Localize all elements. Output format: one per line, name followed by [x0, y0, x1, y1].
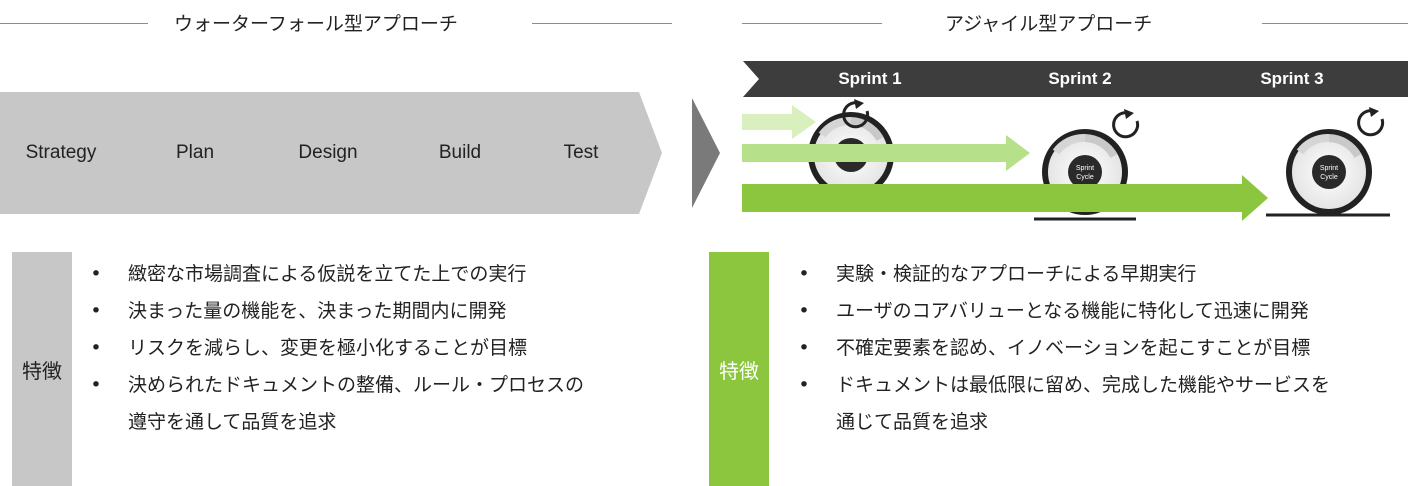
step-label: Design [298, 142, 358, 163]
list-item: •リスクを減らし、変更を極小化することが目標 [90, 337, 528, 359]
sprint-3-header: Sprint 3 [1176, 61, 1408, 97]
sprint-arrow-1 [742, 105, 816, 139]
cycle-label-cycle: Cycle [1320, 174, 1338, 181]
waterfall-step-strategy: Strategy [0, 92, 142, 214]
list-item: •決まった量の機能を、決まった期間内に開発 [90, 300, 507, 322]
waterfall-title-line-right [532, 23, 672, 24]
sprint-cycle-3: Sprint Cycle [1266, 107, 1390, 217]
agile-title: アジャイル型アプローチ [945, 13, 1153, 35]
transition-arrow-icon [692, 98, 720, 208]
feature-label-text: 特徴 [719, 358, 759, 383]
cycle-label-sprint: Sprint [1320, 165, 1338, 172]
sprint-arrow-2 [742, 135, 1030, 171]
sprint-label: Sprint 2 [1048, 69, 1112, 88]
agile-title-line-right [1262, 23, 1408, 24]
cycle-label-cycle: Cycle [1076, 174, 1094, 181]
sprint-2-header: Sprint 2 [960, 61, 1200, 97]
waterfall-step-design: Design [248, 92, 408, 214]
waterfall-title: ウォーターフォール型アプローチ [174, 13, 458, 35]
feature-label-text: 特徴 [22, 358, 62, 383]
list-item-continuation: 通じて品質を追求 [836, 411, 989, 433]
list-item: •ドキュメントは最低限に留め、完成した機能やサービスを [798, 374, 1331, 396]
waterfall-feature-label: 特徴 [12, 252, 72, 486]
step-label: Test [563, 142, 599, 163]
waterfall-step-plan: Plan [115, 92, 275, 214]
list-item: •不確定要素を認め、イノベーションを起こすことが目標 [798, 337, 1311, 359]
list-item: •ユーザのコアバリューとなる機能に特化して迅速に開発 [798, 300, 1309, 322]
agile-feature-list: •実験・検証的なアプローチによる早期実行 •ユーザのコアバリューとなる機能に特化… [794, 256, 1330, 441]
list-item: •緻密な市場調査による仮説を立てた上での実行 [90, 263, 527, 285]
waterfall-title-line-left [0, 23, 148, 24]
sprint-arrow-3 [742, 175, 1268, 221]
step-label: Plan [175, 142, 215, 163]
agile-title-line-left [742, 23, 882, 24]
step-label: Build [438, 142, 482, 163]
sprint-1-header: Sprint 1 [743, 61, 983, 97]
waterfall-step-test: Test [500, 92, 662, 214]
agile-feature-label: 特徴 [709, 252, 769, 486]
step-label: Strategy [25, 142, 97, 163]
list-item: •決められたドキュメントの整備、ルール・プロセスの [90, 374, 585, 396]
list-item: •実験・検証的なアプローチによる早期実行 [798, 263, 1197, 285]
cycle-label-sprint: Sprint [1076, 165, 1094, 172]
list-item-continuation: 遵守を通して品質を追求 [128, 411, 337, 433]
waterfall-feature-list: •緻密な市場調査による仮説を立てた上での実行 •決まった量の機能を、決まった期間… [86, 256, 584, 441]
sprint-label: Sprint 3 [1260, 69, 1324, 88]
agile-sprint-diagram: Sprint Cycle Sprint Cycle [742, 99, 1390, 221]
sprint-label: Sprint 1 [838, 69, 902, 88]
